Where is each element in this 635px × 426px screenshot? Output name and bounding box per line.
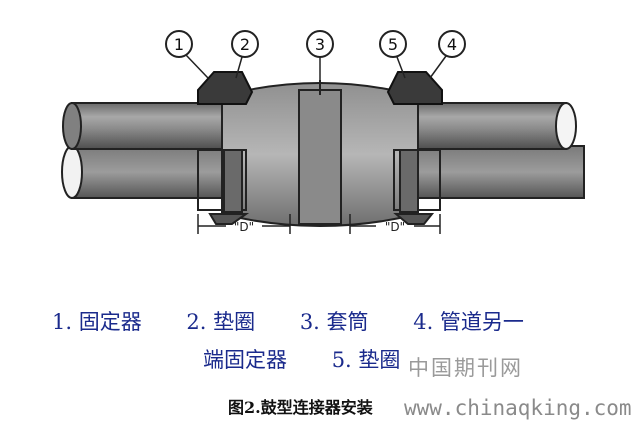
legend-item-fixture: 1. 固定器 [52, 310, 142, 334]
legend-item-gasket-5: 5. 垫圈 [331, 348, 401, 372]
callout-label-3: 3 [315, 35, 325, 54]
callout-5: 5 [379, 30, 407, 79]
callout-1: 1 [165, 30, 209, 79]
figure-caption: 图2.鼓型连接器安装 [228, 398, 373, 417]
legend-item-other-fixture-cont: 端固定器 [203, 348, 287, 372]
watermark-url: www.chinaqking.com [404, 396, 632, 420]
left-fixture [197, 71, 254, 225]
dimension-right: "D" [349, 214, 441, 234]
callout-label-1: 1 [174, 35, 184, 54]
callout-label-4: 4 [447, 35, 457, 54]
callout-label-2: 2 [240, 35, 250, 54]
callout-label-5: 5 [388, 35, 398, 54]
legend-line-1: 1. 固定器 2. 垫圈 3. 套筒 4. 管道另一 [52, 306, 635, 336]
dimension-left: "D" [197, 214, 291, 234]
callout-2: 2 [231, 30, 259, 79]
callout-3: 3 [306, 30, 334, 80]
legend-item-gasket: 2. 垫圈 [186, 310, 256, 334]
dimension-label-left: "D" [234, 220, 254, 234]
coupling-installation-diagram: "D" "D" 1 2 3 5 4 [61, 30, 585, 234]
legend-item-sleeve: 3. 套筒 [299, 310, 369, 334]
right-fixture [386, 71, 443, 225]
legend-line-2: 端固定器 5. 垫圈 [203, 344, 635, 374]
callout-4: 4 [429, 30, 466, 79]
sleeve [221, 80, 419, 227]
legend-item-other-fixture: 4. 管道另一 [413, 310, 524, 334]
watermark-text: 中国期刊网 [408, 356, 523, 380]
dimension-label-right: "D" [385, 220, 405, 234]
